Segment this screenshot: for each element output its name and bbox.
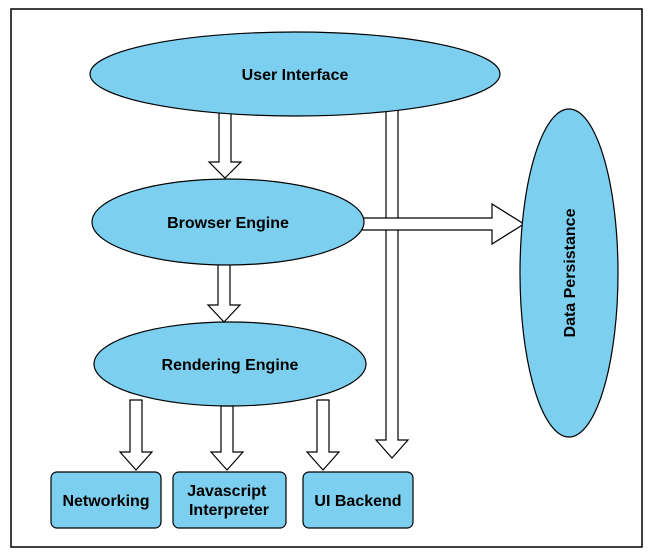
arrow-rendering-to-javascript-interpreter: [209, 405, 245, 471]
data-persistance-label: Data Persistance: [562, 208, 579, 337]
arrow-ui-to-browser-engine: [207, 111, 243, 179]
browser-engine-label: Browser Engine: [167, 215, 289, 232]
arrow-ui-to-ui-backend: [374, 109, 410, 459]
rendering-engine-label: Rendering Engine: [162, 357, 299, 374]
data-persistance-ellipse: [519, 108, 619, 438]
javascript-interpreter-box: [172, 471, 287, 529]
node-networking: Networking: [50, 471, 162, 529]
node-ui-backend: UI Backend: [302, 471, 414, 529]
javascript-interpreter-label: Javascript Interpreter: [187, 483, 271, 519]
user-interface-label: User Interface: [242, 67, 349, 84]
networking-label: Networking: [62, 493, 149, 510]
browser-engine-ellipse: [91, 178, 365, 266]
ui-backend-box: [302, 471, 414, 529]
rendering-engine-ellipse: [93, 321, 367, 407]
node-rendering-engine: Rendering Engine: [93, 321, 367, 407]
node-user-interface: User Interface: [89, 31, 501, 117]
node-javascript-interpreter: Javascript Interpreter: [172, 471, 287, 529]
arrow-rendering-to-ui-backend: [305, 399, 341, 471]
arrow-browser-to-rendering-engine: [206, 263, 242, 323]
arrow-rendering-to-networking: [118, 399, 154, 471]
node-data-persistance: Data Persistance: [519, 108, 619, 438]
node-browser-engine: Browser Engine: [91, 178, 365, 266]
networking-box: [50, 471, 162, 529]
user-interface-ellipse: [89, 31, 501, 117]
ui-backend-label: UI Backend: [314, 493, 401, 510]
javascript-interpreter-line-2: Interpreter: [189, 502, 269, 519]
javascript-interpreter-line-1: Javascript: [187, 483, 267, 500]
arrow-browser-to-data-persistance: [359, 202, 526, 246]
